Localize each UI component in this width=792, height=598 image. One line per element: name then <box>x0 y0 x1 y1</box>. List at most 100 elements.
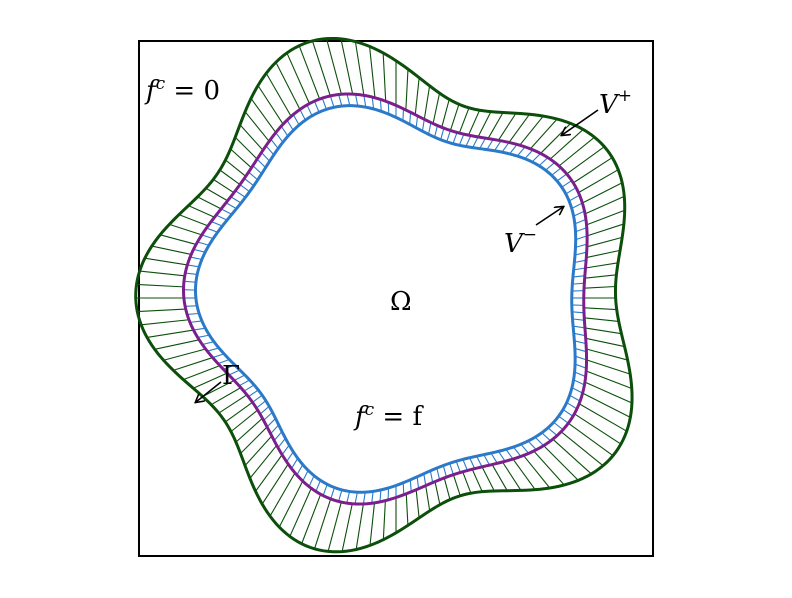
inner-ray <box>409 112 412 125</box>
inner-ray <box>409 479 412 492</box>
inner-ray <box>569 394 581 402</box>
inner-ray <box>217 358 230 365</box>
outer-ray <box>225 401 253 423</box>
outer-ray <box>468 109 481 136</box>
outer-ray <box>144 257 188 266</box>
inner-ray <box>538 157 549 167</box>
inner-ray <box>315 480 321 492</box>
inner-ray <box>362 492 366 505</box>
inner-ray <box>291 458 299 469</box>
outer-ray <box>225 159 247 177</box>
inner-ray <box>321 97 327 110</box>
inner-ray <box>436 467 441 480</box>
outer-ray <box>584 195 625 215</box>
outer-ray <box>414 77 420 115</box>
outer-ray <box>218 394 248 414</box>
outer-ray <box>443 477 451 500</box>
outer-ray <box>136 283 184 288</box>
inner-boundary-curve <box>193 104 578 494</box>
gamma-boundary-curve <box>181 92 589 506</box>
inner-ray <box>574 218 587 225</box>
inner-ray <box>493 140 502 152</box>
outer-ray <box>405 69 409 111</box>
outer-ray <box>568 422 614 457</box>
label-outer-region: fc = 0 <box>144 74 220 106</box>
outer-ray <box>250 98 277 133</box>
inner-ray <box>197 241 210 246</box>
inner-ray <box>574 363 587 369</box>
outer-ray <box>572 157 613 184</box>
arrow-v-minus <box>535 207 563 226</box>
inner-ray <box>423 473 427 486</box>
inner-ray <box>338 489 343 502</box>
outer-ray <box>578 403 627 432</box>
inner-ray <box>440 128 445 140</box>
inner-ray <box>187 312 200 315</box>
outer-ray <box>244 435 273 467</box>
inner-ray <box>354 94 359 107</box>
outer-ray <box>355 503 364 550</box>
inner-ray <box>434 125 438 138</box>
outer-ray <box>586 249 621 259</box>
outer-ray <box>586 209 625 226</box>
inner-ray <box>446 130 451 143</box>
outer-ray <box>584 317 619 322</box>
inner-ray <box>541 432 551 442</box>
outer-ray <box>325 38 342 95</box>
inner-ray <box>256 400 267 409</box>
inner-ray <box>223 364 235 370</box>
outer-ray <box>491 464 508 491</box>
outer-ray <box>533 450 565 486</box>
arrow-v-plus <box>562 109 599 135</box>
inner-ray <box>574 371 586 378</box>
outer-ray <box>585 262 619 269</box>
inner-ray <box>574 259 587 264</box>
outer-ray <box>432 93 441 124</box>
inner-ray <box>270 138 279 149</box>
outer-ray <box>205 187 228 202</box>
outer-ray <box>405 493 409 526</box>
outer-ray <box>519 115 544 146</box>
outer-ray <box>286 52 310 104</box>
outer-ray <box>543 445 579 481</box>
inner-ray <box>277 437 286 449</box>
inner-ray <box>505 449 514 460</box>
inner-ray <box>572 282 585 285</box>
inner-ray <box>256 158 266 168</box>
outer-ray <box>340 38 354 95</box>
outer-ray <box>235 417 263 443</box>
inner-ray <box>189 320 202 323</box>
outer-ray <box>584 381 633 404</box>
outer-ray <box>137 308 186 313</box>
outer-ray <box>458 107 470 134</box>
outer-ray <box>240 426 268 454</box>
arrow-gamma <box>196 381 222 402</box>
inner-ray <box>371 96 375 110</box>
inner-ray <box>379 99 382 112</box>
inner-ray <box>556 173 568 182</box>
outer-ray <box>269 472 296 517</box>
inner-ray <box>280 125 289 137</box>
outer-ray <box>255 454 283 492</box>
inner-ray <box>299 109 306 121</box>
inner-ray <box>520 443 530 454</box>
inner-ray <box>330 487 335 500</box>
inner-ray <box>233 374 246 381</box>
outer-ray <box>239 124 264 151</box>
inner-ray <box>322 484 328 496</box>
inner-ray <box>572 318 585 321</box>
inner-ray <box>573 267 586 271</box>
inner-ray <box>479 137 487 149</box>
outer-ray <box>558 136 595 167</box>
inner-ray <box>561 180 573 188</box>
inner-ray <box>573 332 586 337</box>
outer-ray <box>487 112 504 139</box>
inner-ray <box>501 142 510 153</box>
inner-ray <box>476 455 483 468</box>
inner-ray <box>228 369 241 376</box>
inner-ray <box>371 491 374 504</box>
outer-ray <box>462 471 472 494</box>
outer-ray <box>289 488 312 537</box>
inner-ray <box>573 379 585 386</box>
outer-ray <box>471 469 483 492</box>
